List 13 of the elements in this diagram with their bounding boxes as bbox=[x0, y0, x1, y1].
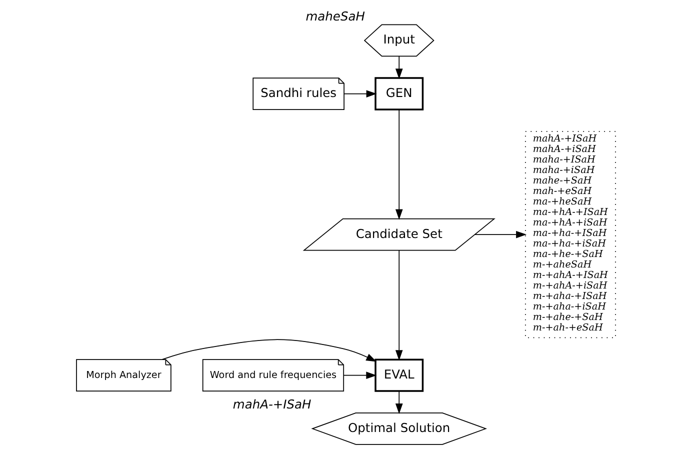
node-label: maheSaH bbox=[306, 10, 365, 24]
node-box: GEN bbox=[374, 77, 424, 110]
arrow bbox=[395, 109, 403, 220]
arrow bbox=[395, 390, 403, 414]
node-box: mahA-+ISaH mahA-+iSaH maha-+ISaH maha-+iSaH mahe-+SaH mah-+eSaH ma-+heSaH ma-+hA-+ISaH ma-+hA-+iSaH ma-+ha-+ISaH ma-+ha-+iSaH ma-+he-+SaH m-+aheSaH m-+ahA-+ISaH m-+ahA-+iSaH m-+aha-+ISaH m-+aha-+iSaH m-+ahe-+SaH m-+ah-+eSaH bbox=[525, 130, 616, 338]
node-label: mahA-+ISaH bbox=[232, 398, 312, 412]
node-box: EVAL bbox=[374, 358, 424, 392]
arrow bbox=[395, 250, 403, 361]
arrow bbox=[343, 372, 377, 379]
arrow bbox=[474, 230, 527, 238]
arrow bbox=[395, 56, 403, 80]
arrow bbox=[162, 339, 377, 362]
arrow bbox=[344, 90, 377, 98]
